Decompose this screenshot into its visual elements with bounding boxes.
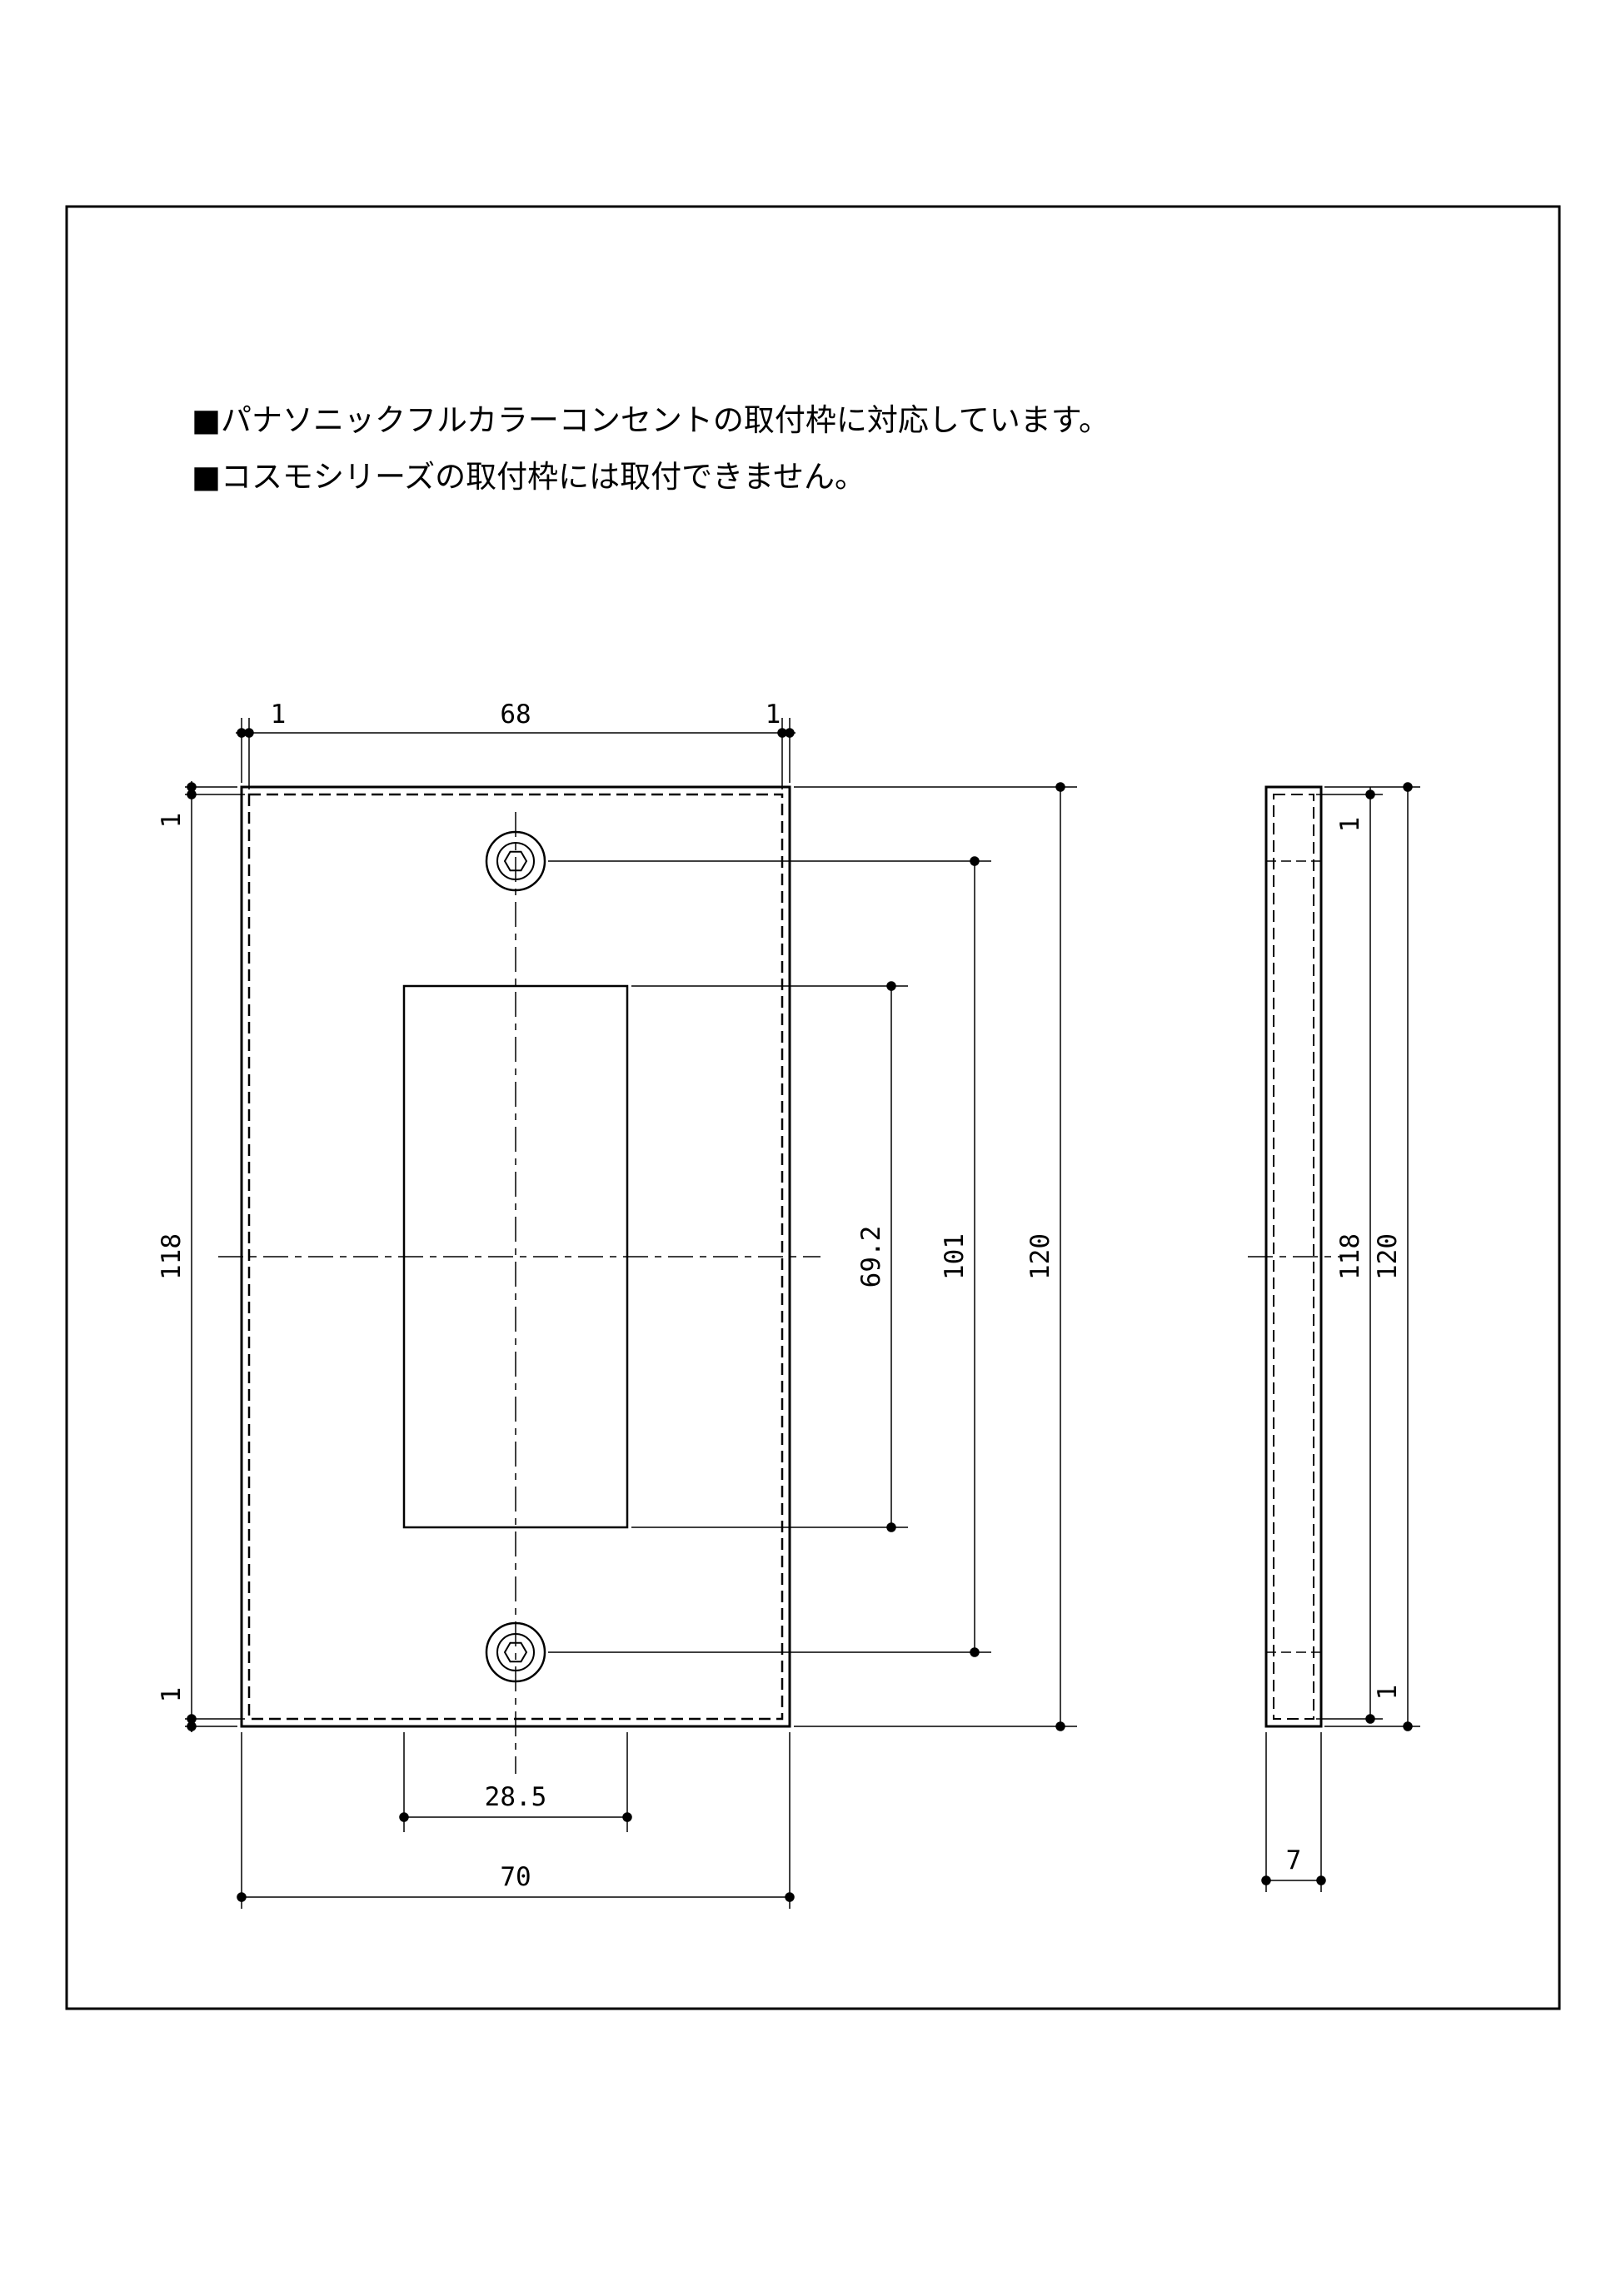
- note-line-2: ■コスモシリーズの取付枠には取付できません。: [192, 459, 865, 495]
- side-dimensions: 118 120 1 1 7: [1261, 782, 1420, 1892]
- dim-side-thickness: [1261, 1732, 1326, 1892]
- dim-side-thickness-label: 7: [1286, 1845, 1302, 1875]
- dim-opening-height: [631, 981, 908, 1532]
- dim-left-center-label: 118: [157, 1233, 187, 1280]
- dim-left-top-label: 1: [157, 813, 187, 829]
- drawing-frame: [65, 205, 1561, 2010]
- dim-left: [185, 781, 245, 1732]
- dim-side-inner-height: [1316, 787, 1383, 1724]
- dim-left-bottom-label: 1: [157, 1687, 187, 1703]
- dim-opening-height-label: 69.2: [856, 1226, 886, 1288]
- dim-side-inner-height-label: 118: [1335, 1233, 1365, 1280]
- dim-side-bottom-label: 1: [1373, 1685, 1403, 1701]
- dim-top: [236, 718, 796, 789]
- front-view: [218, 785, 820, 1774]
- dim-front-overall-height: [794, 782, 1077, 1731]
- dim-front-overall-height-label: 120: [1025, 1233, 1055, 1280]
- dim-top-center-label: 68: [500, 700, 531, 730]
- dim-front-overall-width-label: 70: [500, 1862, 531, 1892]
- dim-screw-pitch-label: 101: [940, 1233, 970, 1280]
- dim-side-overall-height-label: 120: [1373, 1233, 1403, 1280]
- dim-top-left-label: 1: [271, 700, 287, 730]
- dim-opening-width: [399, 1732, 632, 1832]
- front-dimensions: 1 68 1 1 118 1: [157, 700, 1077, 1909]
- side-view: [1248, 785, 1343, 1728]
- note-line-1: ■パナソニックフルカラーコンセントの取付枠に対応しています。: [192, 402, 1110, 438]
- dim-side-overall-height: [1324, 782, 1420, 1731]
- side-inner-dashed-outline: [1273, 794, 1314, 1720]
- dim-opening-width-label: 28.5: [485, 1782, 547, 1812]
- dim-side-top-label: 1: [1335, 817, 1365, 833]
- dim-screw-pitch: [548, 856, 991, 1657]
- dim-top-right-label: 1: [766, 700, 781, 730]
- dim-front-overall-width: [237, 1732, 795, 1909]
